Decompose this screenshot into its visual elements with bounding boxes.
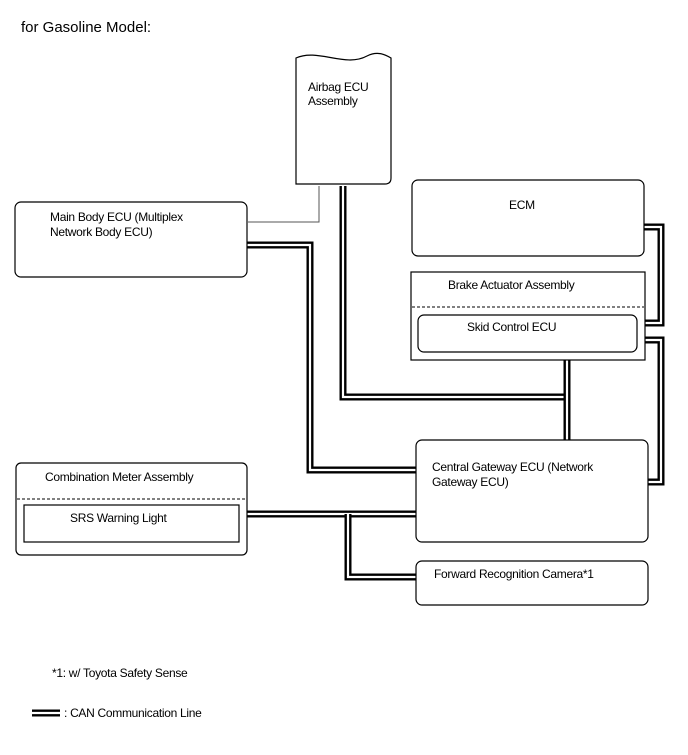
brake-actuator-box: Brake Actuator Assembly Skid Control ECU (410, 271, 646, 361)
brake-actuator-label: Brake Actuator Assembly (448, 278, 575, 292)
can-line-airbag (339, 186, 570, 401)
airbag-ecu-label-1: Airbag ECU (308, 80, 368, 94)
skid-control-ecu-label: Skid Control ECU (467, 320, 556, 334)
central-gateway-label-1: Central Gateway ECU (Network (432, 460, 594, 474)
combination-meter-box: Combination Meter Assembly SRS Warning L… (15, 462, 248, 556)
srs-warning-light-box (23, 504, 240, 543)
can-line-forward-camera (344, 514, 417, 581)
central-gateway-ecu-box: Central Gateway ECU (Network Gateway ECU… (415, 439, 649, 543)
thin-line-airbag-main-body (248, 186, 320, 223)
ecm-box: ECM (411, 179, 645, 257)
can-line-skid-gateway-right (637, 336, 665, 486)
ecm-label: ECM (509, 198, 535, 212)
footnote: *1: w/ Toyota Safety Sense (52, 666, 188, 680)
combination-meter-label: Combination Meter Assembly (45, 470, 194, 484)
central-gateway-label-2: Gateway ECU) (432, 475, 509, 489)
forward-camera-box: Forward Recognition Camera*1 (415, 560, 649, 606)
skid-control-ecu-box (417, 314, 638, 353)
legend-label: : CAN Communication Line (64, 706, 202, 720)
diagram-title: for Gasoline Model: (21, 19, 151, 36)
can-lines (247, 186, 665, 581)
can-line-main-body (247, 241, 417, 474)
main-body-ecu-label-2: Network Body ECU) (50, 225, 153, 239)
airbag-ecu-label-2: Assembly (308, 94, 358, 108)
main-body-ecu-box: Main Body ECU (Multiplex Network Body EC… (14, 201, 248, 278)
airbag-ecu-box: Airbag ECU Assembly (295, 52, 392, 185)
can-line-ecm (637, 223, 665, 327)
main-body-ecu-label-1: Main Body ECU (Multiplex (50, 210, 183, 224)
legend: : CAN Communication Line (32, 706, 202, 720)
srs-warning-light-label: SRS Warning Light (70, 511, 167, 525)
forward-camera-label: Forward Recognition Camera*1 (434, 567, 594, 581)
